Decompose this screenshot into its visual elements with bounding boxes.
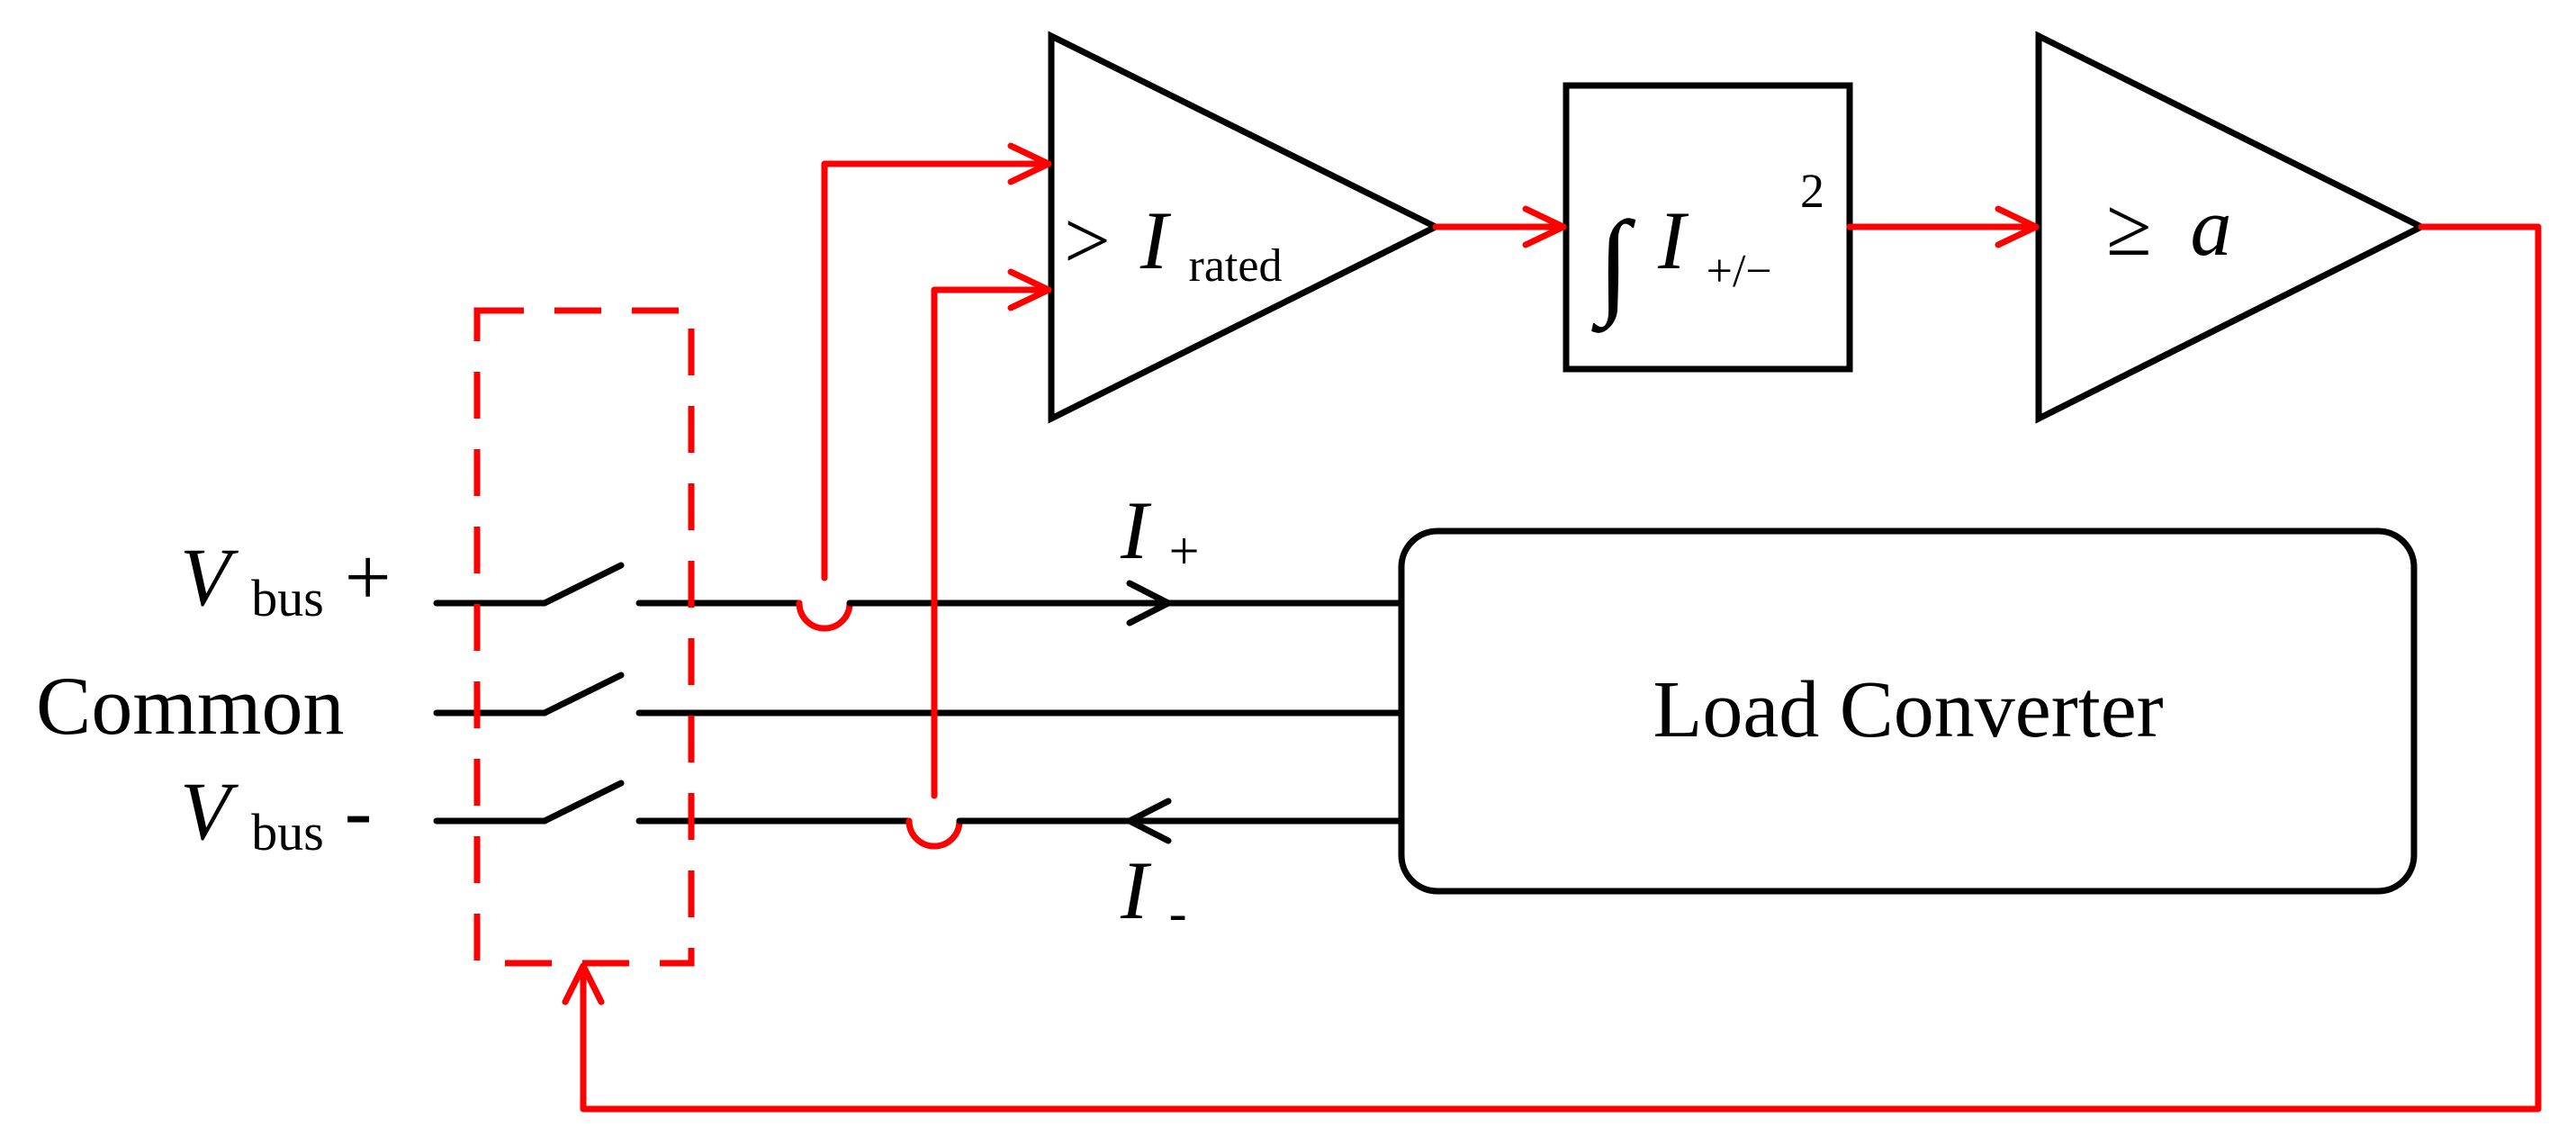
common-switch-blade (541, 672, 625, 717)
i-minus-sense-arrowhead (1007, 268, 1052, 311)
vbus-minus-sign: - (345, 765, 373, 857)
trip-feedback-arrowhead (562, 962, 605, 1005)
pm-subscript: +/− (1707, 246, 1772, 297)
integrator-to-threshold-arrowhead (1995, 205, 2040, 248)
i-minus-sense-wire (931, 286, 1052, 799)
overcurrent-comparator-label: > I rated (1064, 194, 1282, 292)
i-minus-label: I - (1120, 844, 1187, 942)
common-label: Common (36, 660, 344, 752)
i-plus-sense-arrowhead (1007, 142, 1052, 185)
vbus-plus-crossover-hop (796, 600, 853, 632)
vbus-minus-label: V bus - (180, 765, 372, 868)
gt-sign: > (1064, 194, 1111, 286)
load-converter-block (1398, 527, 2418, 895)
threshold-comparator-label: ≥ a (2106, 181, 2232, 273)
vbus-minus-crossover-hop (905, 817, 963, 850)
vbus-minus-subscript: bus (251, 803, 324, 861)
load-converter-label: Load Converter (1653, 665, 2163, 754)
i-rated-symbol: I (1139, 194, 1172, 286)
vbus-plus-subscript: bus (251, 569, 324, 627)
square-superscript: 2 (1800, 164, 1824, 218)
vbus-minus-switch-blade (541, 780, 625, 825)
vbus-minus-v: V (180, 765, 239, 857)
integrator-expression: I +/− (1657, 194, 1772, 297)
ge-sign: ≥ (2106, 181, 2152, 273)
vbus-plus-label: V bus + (180, 531, 392, 634)
vbus-plus-switch-blade (541, 562, 625, 607)
comparator-to-integrator-arrowhead (1522, 205, 1567, 248)
i-minus-subscript: - (1169, 883, 1187, 942)
i-minus-arrowhead (1126, 798, 1172, 844)
i-pm-symbol: I (1657, 194, 1689, 286)
power-lines (433, 562, 1405, 850)
overcurrent-comparator (1048, 31, 1443, 424)
integrator-block (1563, 82, 1853, 373)
breaker-enclosure (473, 307, 695, 967)
vbus-plus-sign: + (345, 531, 392, 623)
trip-feedback-wire (580, 223, 2542, 1113)
i-plus-sense-wire (821, 160, 1052, 582)
rated-subscript: rated (1189, 240, 1283, 292)
i-plus-subscript: + (1169, 521, 1200, 581)
i-plus-label: I + (1120, 484, 1199, 581)
control-path (562, 142, 2542, 1113)
i-plus-arrowhead (1126, 580, 1172, 627)
vbus-plus-v: V (180, 531, 239, 623)
threshold-symbol: a (2191, 181, 2232, 273)
i-minus-i: I (1120, 844, 1152, 936)
i-plus-i: I (1120, 484, 1152, 576)
integral-sign: ∫ (1590, 198, 1635, 333)
